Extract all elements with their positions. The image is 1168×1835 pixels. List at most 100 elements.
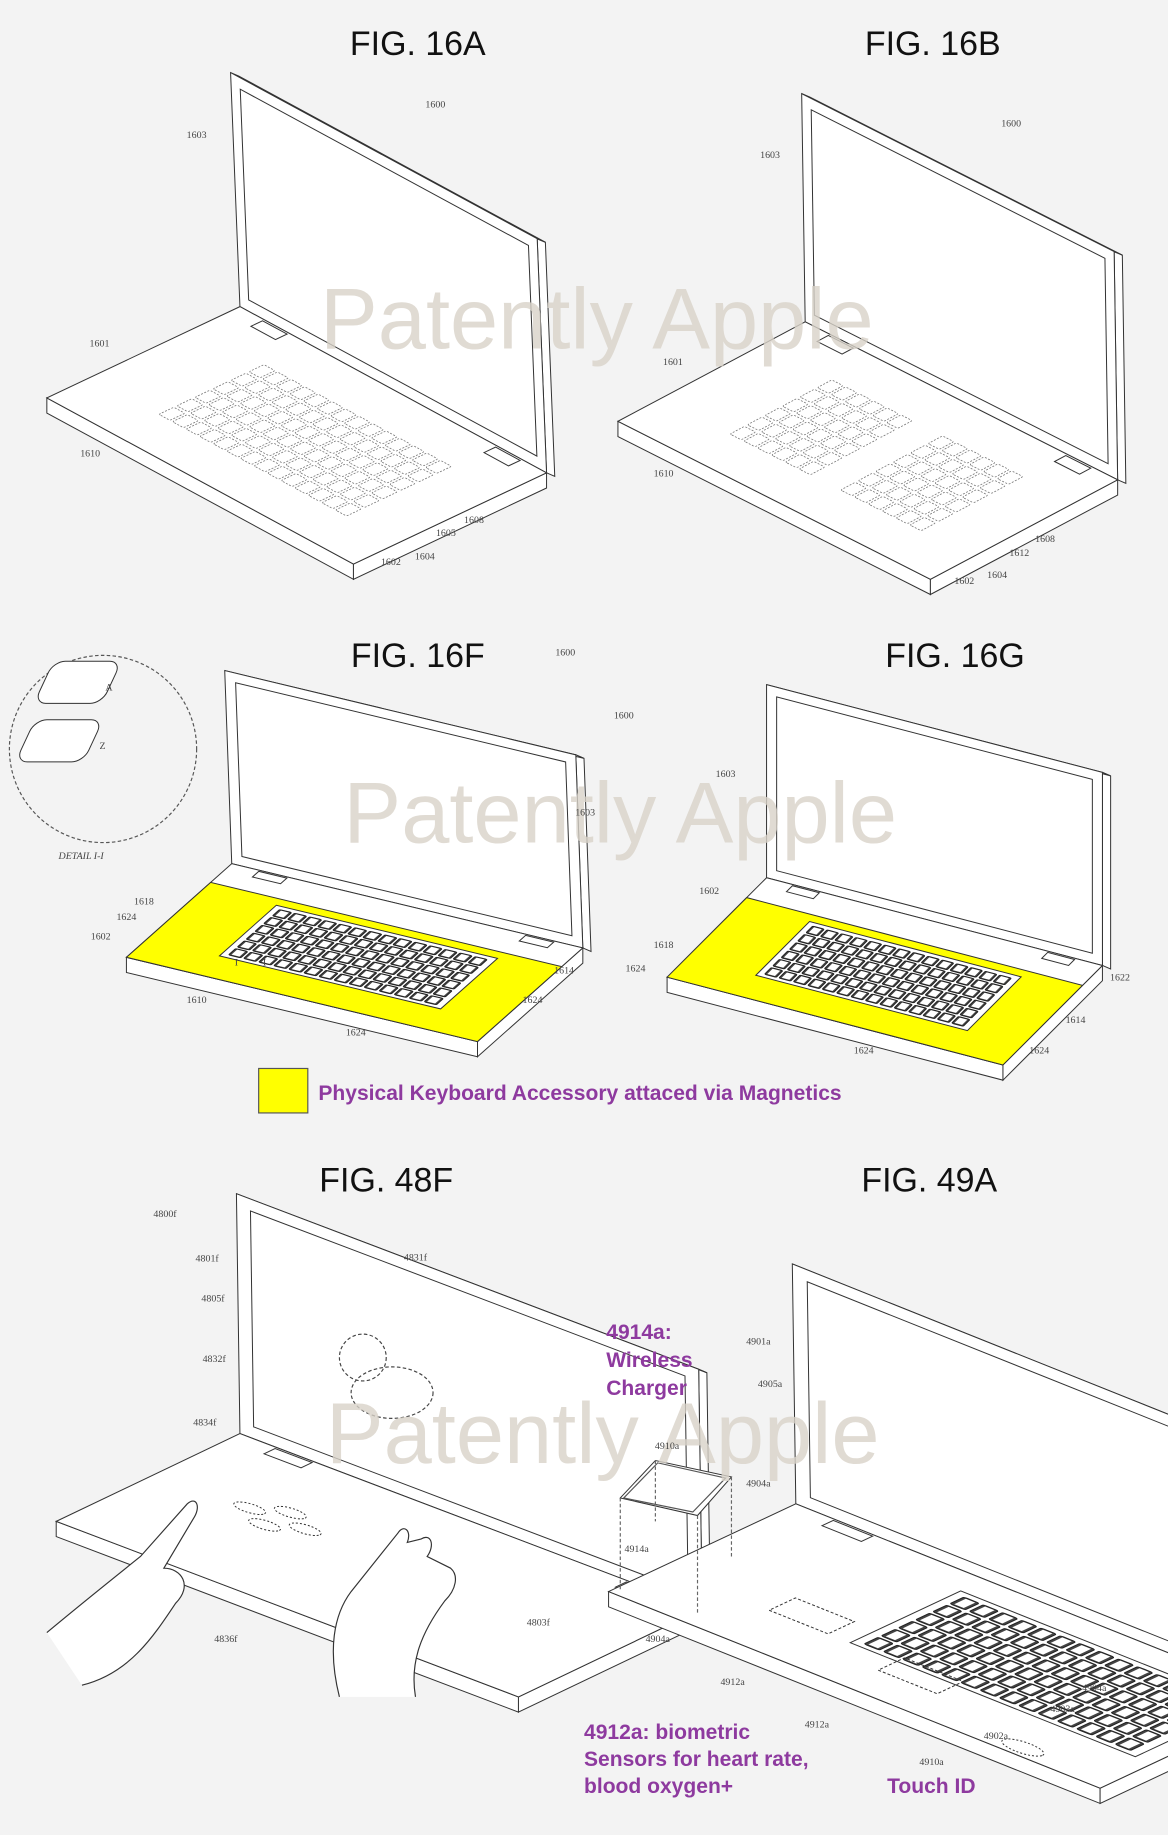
reference-numeral-16a: 1600 xyxy=(425,100,445,111)
keyboard-key xyxy=(907,461,933,474)
keyboard-key xyxy=(952,466,978,479)
keycap-top xyxy=(905,994,919,1002)
keycap-top xyxy=(847,979,861,987)
keycap-top xyxy=(956,1614,978,1624)
duck-head xyxy=(338,1333,387,1382)
keycap-top xyxy=(1052,1653,1074,1663)
keycap-top xyxy=(417,954,431,962)
keyboard-key xyxy=(796,406,822,419)
keycap-top xyxy=(775,960,789,968)
keycap-top xyxy=(408,962,422,970)
reference-numeral-49a: 4910a xyxy=(655,1441,680,1452)
keycap-top xyxy=(447,961,461,969)
keycap-top xyxy=(962,1661,984,1672)
keyboard-key xyxy=(349,455,375,468)
keycap-top xyxy=(938,961,952,969)
reference-numeral-16g: 1624 xyxy=(854,1045,874,1056)
keyboard-key xyxy=(931,492,957,505)
keycap-top xyxy=(975,1622,997,1632)
display-screen xyxy=(236,683,572,936)
keycap-top xyxy=(360,970,375,978)
keycap-top xyxy=(320,921,335,929)
keyboard-key xyxy=(276,379,302,392)
keycap-top xyxy=(348,947,362,955)
reference-numeral-49a: 4901a xyxy=(746,1337,771,1348)
keycap-top xyxy=(432,958,446,966)
keycap-top xyxy=(937,1606,959,1617)
keyboard-key xyxy=(263,427,289,440)
keycap-top xyxy=(1130,1684,1152,1694)
keycap-top xyxy=(925,1010,939,1018)
keycap-top xyxy=(886,958,900,966)
keyboard-key xyxy=(340,487,366,500)
keycap-top xyxy=(276,960,291,968)
keycap-top xyxy=(1040,1692,1062,1702)
keycap-top xyxy=(940,1013,953,1022)
keycap-top xyxy=(783,952,797,960)
keycap-top xyxy=(936,981,950,989)
keycap-top xyxy=(853,991,867,999)
keyboard-key xyxy=(371,486,397,499)
keycap-top xyxy=(1091,1668,1113,1678)
keycap-top xyxy=(266,918,281,926)
reference-numeral-16b: 1608 xyxy=(1035,534,1055,545)
keycap-top xyxy=(375,974,390,982)
keycap-top xyxy=(1108,1660,1130,1670)
keycap-top xyxy=(1128,1668,1150,1678)
keyboard-key xyxy=(852,433,878,446)
keycap-top xyxy=(849,958,863,967)
keycap-top xyxy=(839,987,853,995)
reference-numeral-48f: 4832f xyxy=(203,1354,227,1365)
keycap-top xyxy=(808,927,822,935)
keyboard-key xyxy=(353,439,379,452)
keyboard-key xyxy=(834,443,860,456)
keycap-top xyxy=(1050,1637,1072,1647)
hinge xyxy=(1042,952,1075,965)
keyboard-key xyxy=(331,464,357,477)
keycap-top xyxy=(381,985,396,993)
keycap-top xyxy=(806,947,820,955)
hinge xyxy=(251,321,287,340)
detail-circle xyxy=(8,654,198,844)
keycap-top xyxy=(386,947,401,955)
keycap-top xyxy=(1110,1676,1132,1686)
keyboard-key xyxy=(254,459,280,472)
keyboard-key xyxy=(281,419,307,432)
keyboard-key xyxy=(172,415,198,428)
keyboard-key xyxy=(803,445,829,458)
keyboard-key xyxy=(889,471,915,484)
keycap-top xyxy=(1074,1676,1096,1686)
keyboard-key xyxy=(841,482,867,495)
reference-numeral-16b: 1604 xyxy=(987,570,1007,581)
keycap-top xyxy=(1014,1637,1036,1647)
keyboard-key xyxy=(903,478,929,491)
biometric-note-line3: blood oxygen+ xyxy=(584,1775,733,1798)
keycap-top xyxy=(798,955,812,964)
keycap-top xyxy=(789,964,803,972)
reference-numeral-16a: 1602 xyxy=(381,557,401,568)
keycap-top xyxy=(973,980,987,988)
keycap-top xyxy=(453,973,468,981)
keycap-top xyxy=(958,976,972,985)
keyboard-key xyxy=(285,403,311,416)
keycap-top xyxy=(933,1001,947,1010)
keyboard-key xyxy=(817,380,843,393)
keycap-top xyxy=(306,967,321,975)
keyboard-key xyxy=(938,459,964,472)
laptop-49a xyxy=(609,1264,1168,1803)
keycap-top xyxy=(922,1630,944,1640)
keycap-top xyxy=(982,1669,1004,1679)
keycap-top xyxy=(950,985,964,993)
keyboard-key xyxy=(231,373,257,386)
reference-numeral-16g: 1603 xyxy=(716,769,736,780)
keycap-top xyxy=(1055,1668,1077,1679)
keyboard-key xyxy=(924,452,950,465)
reference-numeral-49a: 4912a xyxy=(805,1719,830,1730)
keyboard-key xyxy=(859,401,885,414)
reference-numeral-49a: 4904a xyxy=(1082,1683,1107,1694)
keycap-top xyxy=(1151,1707,1168,1717)
keyboard-key xyxy=(820,436,846,449)
keycap-top xyxy=(835,955,849,963)
keycap-top xyxy=(1136,1731,1158,1741)
